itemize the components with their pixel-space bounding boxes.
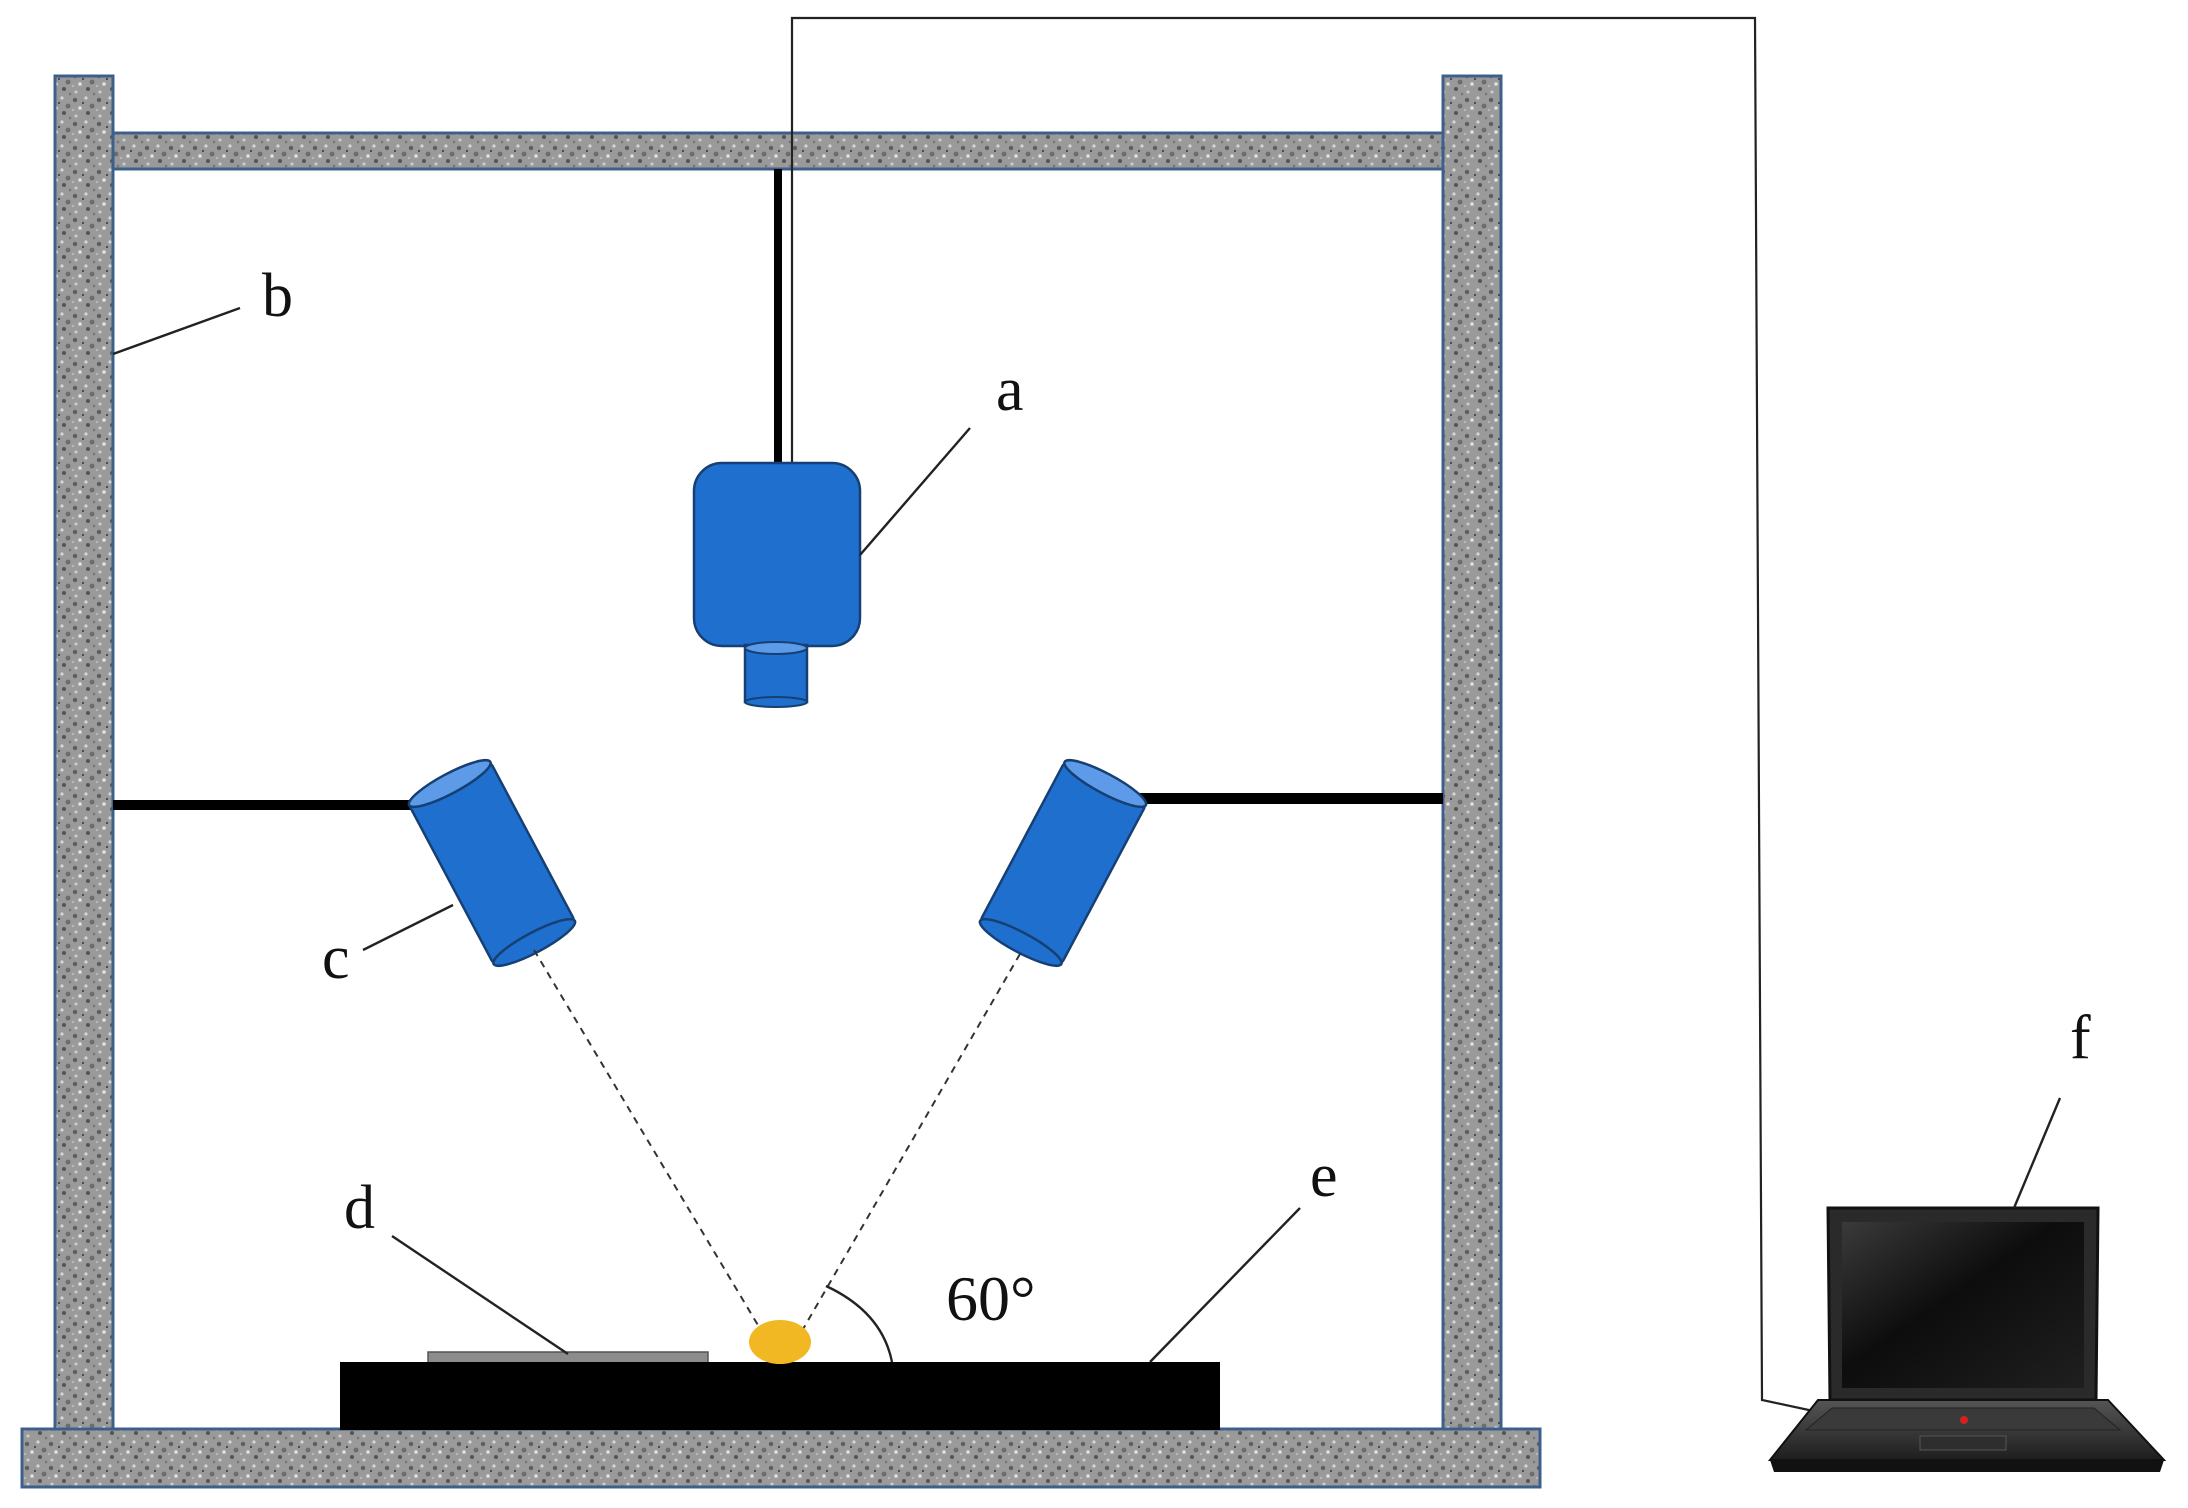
camera-body	[692, 461, 862, 648]
label-d: d	[344, 1174, 375, 1242]
left-light-source	[407, 758, 577, 968]
sample-droplet	[749, 1320, 811, 1364]
label-a: a	[996, 356, 1024, 424]
leader-line-c	[362, 903, 454, 952]
leader-line-a	[859, 427, 971, 556]
angle-label: 60°	[946, 1263, 1036, 1334]
leader-line-e	[1149, 1207, 1301, 1363]
right-light-beam	[783, 953, 1021, 1363]
laptop-trackpoint	[1960, 1416, 1968, 1424]
camera	[692, 461, 862, 708]
label-e: e	[1310, 1142, 1338, 1210]
data-cable	[790, 16, 1819, 1414]
label-c: c	[322, 924, 350, 992]
leader-line-b	[112, 306, 241, 356]
left-light-beam	[533, 949, 781, 1363]
laptop-front-edge	[1770, 1460, 2164, 1472]
left-light-arm	[113, 800, 443, 810]
right-wall	[1441, 74, 1503, 1433]
label-b: b	[262, 262, 293, 330]
leader-line-f	[2012, 1097, 2062, 1209]
base-plate	[20, 1427, 1542, 1489]
left-wall	[53, 74, 115, 1433]
camera-lens-top	[744, 641, 808, 655]
right-light-arm	[1100, 793, 1443, 804]
camera-mount-rod	[774, 169, 782, 464]
angle-arc	[825, 1284, 894, 1363]
top-beam	[111, 131, 1445, 171]
label-f: f	[2070, 1004, 2091, 1072]
right-light-source	[978, 758, 1148, 968]
laptop	[1767, 1206, 2167, 1472]
platform	[340, 1362, 1220, 1430]
laptop-screen	[1842, 1222, 2084, 1388]
laptop-touchpad	[1919, 1435, 2007, 1451]
chamber-frame	[20, 74, 1542, 1489]
leader-line-d	[391, 1235, 569, 1355]
camera-lens-bottom	[744, 696, 808, 708]
